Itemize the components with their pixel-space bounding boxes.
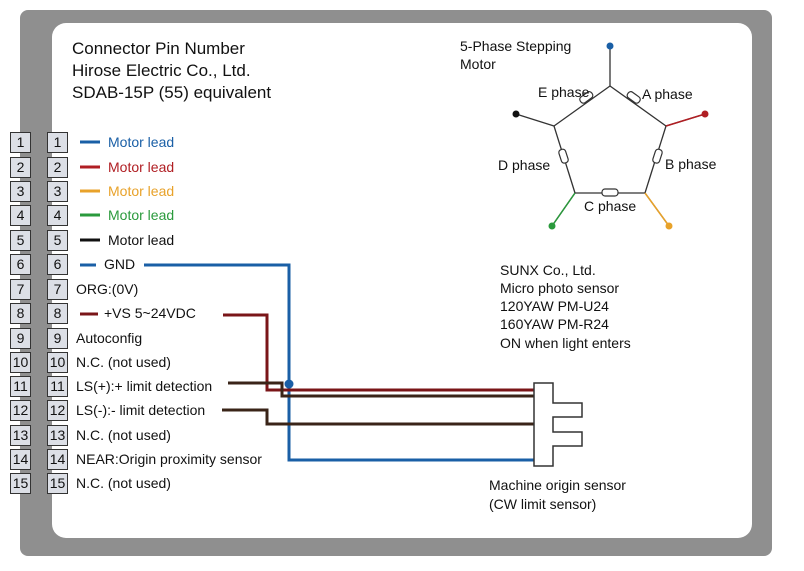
sensor-model-2: 160YAW PM-R24 bbox=[500, 316, 609, 332]
sensor-model-1: 120YAW PM-U24 bbox=[500, 298, 609, 314]
pin-label-12: LS(-):- limit detection bbox=[76, 402, 206, 418]
inner-pin-3: 3 bbox=[47, 181, 68, 202]
outer-pin-6: 6 bbox=[10, 254, 31, 275]
terminal-a bbox=[701, 110, 709, 118]
phase-e-label: E phase bbox=[538, 84, 590, 100]
outer-pin-3: 3 bbox=[10, 181, 31, 202]
outer-pin-9: 9 bbox=[10, 328, 31, 349]
pin-label-8: +VS 5~24VDC bbox=[104, 305, 196, 321]
outer-pin-13: 13 bbox=[10, 425, 31, 446]
inner-pin-7: 7 bbox=[47, 279, 68, 300]
diagram-panel bbox=[52, 23, 752, 538]
connector-title-line1: Connector Pin Number bbox=[72, 39, 245, 58]
wire-vs-route bbox=[223, 313, 534, 392]
pin-label-15: N.C. (not used) bbox=[76, 475, 171, 491]
motor-title-line2: Motor bbox=[460, 56, 496, 72]
outer-pin-7: 7 bbox=[10, 279, 31, 300]
terminal-c bbox=[548, 222, 556, 230]
outer-pin-14: 14 bbox=[10, 449, 31, 470]
pin-label-13: N.C. (not used) bbox=[76, 427, 171, 443]
inner-pin-6: 6 bbox=[47, 254, 68, 275]
wire-ls-minus bbox=[222, 408, 534, 426]
pin-label-3: Motor lead bbox=[108, 183, 175, 199]
outer-pin-10: 10 bbox=[10, 352, 31, 373]
inner-pin-1: 1 bbox=[47, 132, 68, 153]
outer-pin-2: 2 bbox=[10, 157, 31, 178]
connector-title-line3: SDAB-15P (55) equivalent bbox=[72, 83, 272, 102]
phase-b-label: B phase bbox=[665, 156, 717, 172]
sensor-body bbox=[533, 382, 583, 467]
phase-d-label: D phase bbox=[498, 157, 551, 173]
outer-pin-12: 12 bbox=[10, 400, 31, 421]
wire-ls-plus bbox=[228, 381, 534, 398]
pin-label-6: GND bbox=[104, 256, 136, 272]
pin-label-14: NEAR:Origin proximity sensor bbox=[76, 451, 262, 467]
outer-pin-8: 8 bbox=[10, 303, 31, 324]
terminal-b bbox=[665, 222, 673, 230]
outer-pin-1: 1 bbox=[10, 132, 31, 153]
pin-label-4: Motor lead bbox=[108, 207, 175, 223]
pin-label-10: N.C. (not used) bbox=[76, 354, 171, 370]
outer-pin-5: 5 bbox=[10, 230, 31, 251]
pin-label-9: Autoconfig bbox=[76, 330, 143, 346]
connector-title-line2: Hirose Electric Co., Ltd. bbox=[72, 61, 251, 80]
sensor-type: Micro photo sensor bbox=[500, 280, 620, 296]
motor-title-line1: 5-Phase Stepping bbox=[460, 38, 572, 54]
terminal-e bbox=[512, 110, 520, 118]
sensor-maker: SUNX Co., Ltd. bbox=[500, 262, 596, 278]
inner-pin-4: 4 bbox=[47, 205, 68, 226]
pin-label-11: LS(+):+ limit detection bbox=[76, 378, 213, 394]
pin-label-5: Motor lead bbox=[108, 232, 175, 248]
terminal-top bbox=[606, 42, 614, 50]
outer-pin-15: 15 bbox=[10, 473, 31, 494]
inner-pin-12: 12 bbox=[47, 400, 68, 421]
sensor-behavior: ON when light enters bbox=[500, 335, 631, 351]
pin-label-7: ORG:(0V) bbox=[76, 281, 139, 297]
phase-a-label: A phase bbox=[642, 86, 693, 102]
wire-gnd-route bbox=[144, 263, 534, 462]
inner-pin-10: 10 bbox=[47, 352, 68, 373]
inner-pin-5: 5 bbox=[47, 230, 68, 251]
motor-coils bbox=[558, 91, 663, 197]
sensor-caption-line1: Machine origin sensor bbox=[489, 477, 626, 493]
inner-pin-11: 11 bbox=[47, 376, 68, 397]
sensor-caption-line2: (CW limit sensor) bbox=[489, 496, 597, 512]
junction-dot bbox=[284, 379, 294, 389]
inner-pin-14: 14 bbox=[47, 449, 68, 470]
connector-title: Connector Pin Number Hirose Electric Co.… bbox=[72, 38, 271, 104]
pin-label-1: Motor lead bbox=[108, 134, 175, 150]
phase-c-label: C phase bbox=[584, 198, 637, 214]
pin-label-2: Motor lead bbox=[108, 159, 175, 175]
inner-pin-8: 8 bbox=[47, 303, 68, 324]
inner-pin-15: 15 bbox=[47, 473, 68, 494]
inner-pin-13: 13 bbox=[47, 425, 68, 446]
inner-pin-2: 2 bbox=[47, 157, 68, 178]
inner-pin-9: 9 bbox=[47, 328, 68, 349]
outer-pin-4: 4 bbox=[10, 205, 31, 226]
outer-pin-11: 11 bbox=[10, 376, 31, 397]
